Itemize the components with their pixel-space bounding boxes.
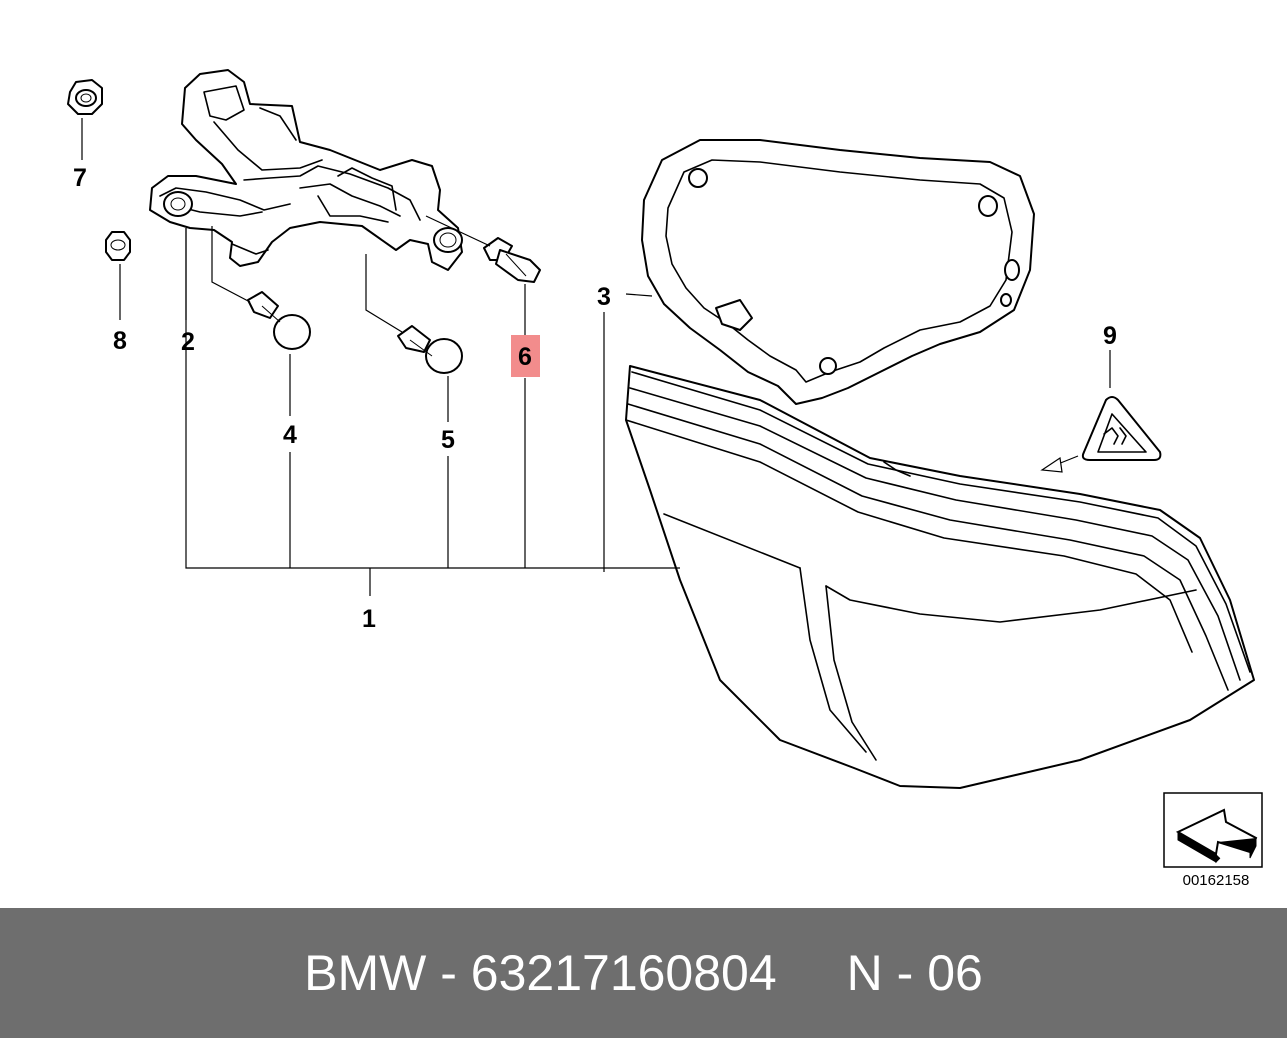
callout-1[interactable]: 1	[362, 605, 376, 633]
parts-diagram: 1 2 3 4 5 6 7 8 9 00162158	[67, 69, 1263, 889]
diagram-code: 00162158	[1183, 872, 1250, 889]
part-2-bulb-carrier[interactable]	[149, 69, 463, 271]
callout-6[interactable]: 6	[518, 343, 532, 371]
callout-5[interactable]: 5	[441, 426, 455, 454]
part-6-bulb[interactable]	[483, 237, 541, 283]
footer-bar: BMW - 63217160804 N - 06	[0, 908, 1287, 1038]
part-1-rear-light[interactable]	[625, 365, 1255, 789]
part-9-warning-label[interactable]	[1081, 396, 1162, 461]
part-4-bulb[interactable]	[247, 291, 311, 350]
leader-to-bulb-6	[425, 215, 491, 247]
part-5-bulb[interactable]	[397, 325, 463, 374]
leader-3	[625, 293, 653, 297]
part-7-nut[interactable]	[67, 79, 103, 115]
callout-2[interactable]: 2	[181, 328, 195, 356]
callout-8[interactable]: 8	[113, 327, 127, 355]
callout-9[interactable]: 9	[1103, 322, 1117, 350]
assembly-bracket	[185, 228, 680, 596]
leader-to-bulb-5	[365, 254, 403, 333]
part-3-gasket[interactable]	[641, 139, 1035, 405]
part-8-hex-nut[interactable]	[105, 231, 131, 261]
callout-3[interactable]: 3	[597, 283, 611, 311]
callout-4[interactable]: 4	[283, 421, 297, 449]
footer-part-number: BMW - 63217160804	[304, 945, 777, 1001]
footer-position: N - 06	[846, 945, 983, 1001]
leader-to-bulb-4	[211, 226, 251, 303]
orientation-arrow-icon	[1163, 792, 1263, 868]
arrow-9-icon	[1040, 455, 1079, 473]
callout-6-highlight	[511, 335, 540, 377]
callout-7[interactable]: 7	[73, 164, 87, 192]
